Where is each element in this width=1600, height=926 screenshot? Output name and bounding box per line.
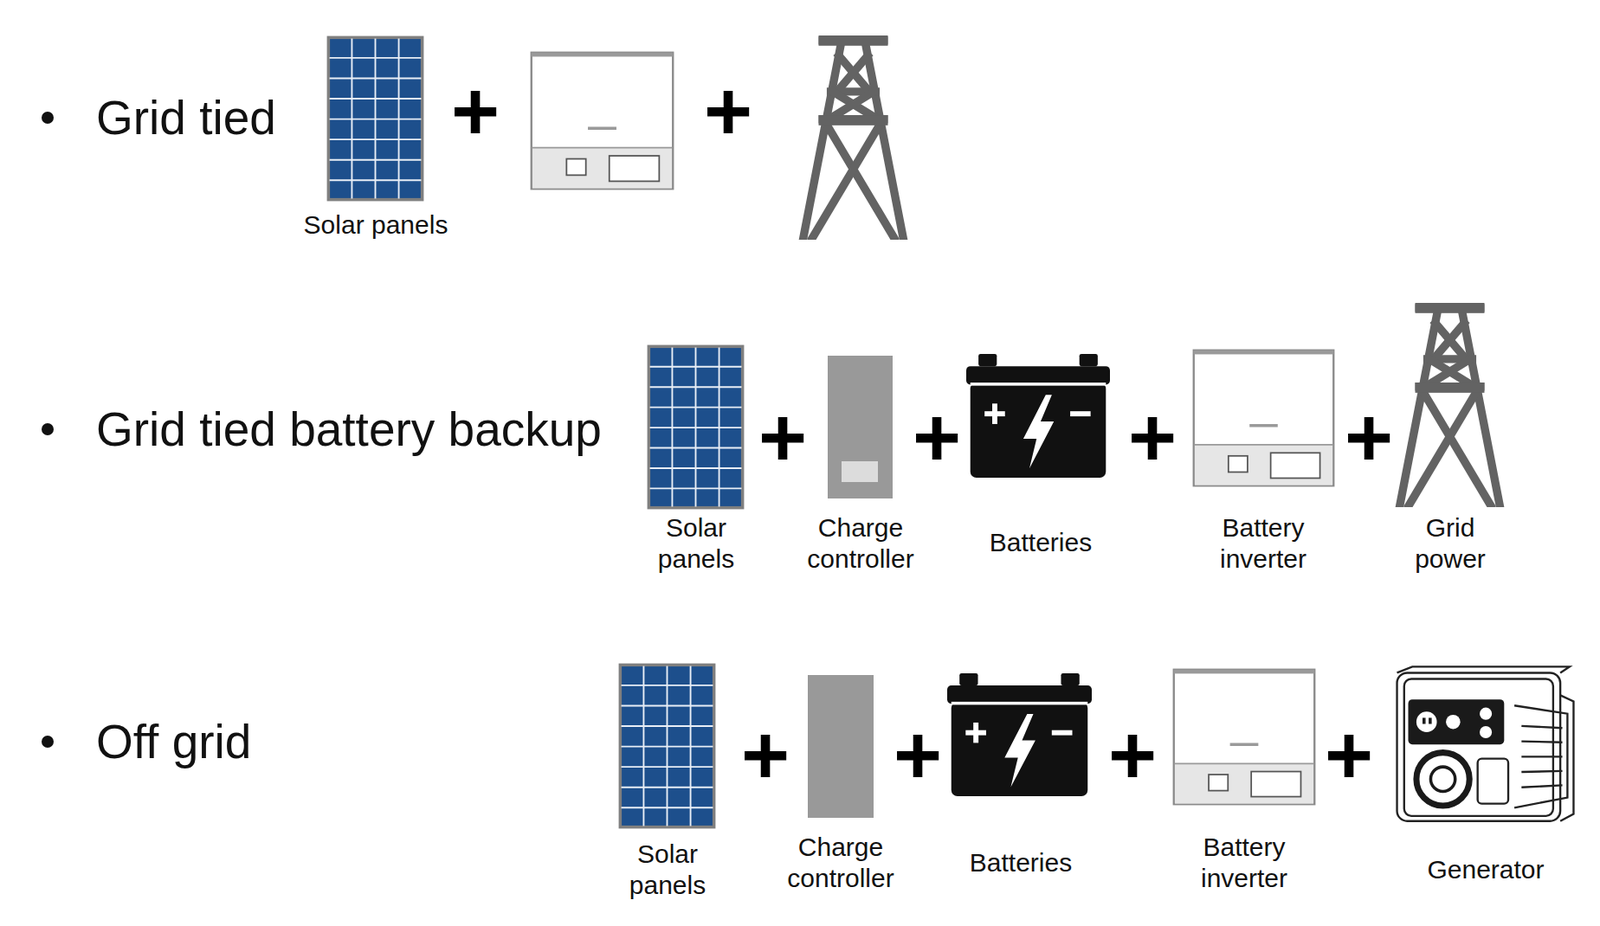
bullet-dot — [41, 111, 54, 124]
row-heading: Grid tied — [96, 89, 277, 147]
solar-panel-icon — [619, 664, 714, 827]
charge-controller-icon — [827, 355, 893, 499]
plus-sign: + — [893, 714, 942, 798]
plus-sign: + — [1344, 396, 1394, 480]
plus-sign: + — [912, 396, 962, 480]
component-caption: Solar panels — [631, 512, 762, 575]
component-caption: Batteries — [969, 847, 1072, 879]
inverter-icon — [1174, 670, 1315, 806]
bullet-dot — [41, 423, 54, 436]
row-heading: Off grid — [96, 713, 252, 771]
bullet-dot — [41, 735, 54, 749]
component-caption: Grid power — [1402, 512, 1498, 575]
row-heading: Grid tied battery backup — [96, 400, 602, 459]
plus-sign: + — [1108, 714, 1157, 798]
component-caption: Battery inverter — [1179, 832, 1310, 895]
component-caption: Generator — [1426, 854, 1544, 886]
plus-sign: + — [758, 396, 807, 480]
battery-icon — [966, 354, 1110, 478]
component-caption: Charge controller — [767, 832, 915, 895]
inverter-icon — [1193, 350, 1335, 486]
component-caption: Solar panels — [602, 838, 733, 902]
plus-sign: + — [1324, 714, 1374, 798]
plus-sign: + — [451, 70, 500, 154]
component-caption: Batteries — [989, 527, 1092, 559]
grid-tower-icon — [1400, 303, 1500, 506]
charge-controller-icon — [807, 675, 874, 819]
component-caption: Battery inverter — [1198, 512, 1329, 575]
plus-sign: + — [741, 714, 790, 798]
component-caption: Charge controller — [787, 512, 935, 575]
inverter-icon — [531, 52, 673, 189]
grid-tower-icon — [803, 35, 904, 239]
controller-display — [841, 461, 878, 483]
battery-icon — [947, 673, 1092, 797]
solar-panel-icon — [328, 37, 422, 200]
plus-sign: + — [1128, 396, 1177, 480]
plus-sign: + — [703, 70, 753, 154]
component-caption: Solar panels — [303, 209, 449, 241]
solar-panel-icon — [648, 346, 742, 508]
generator-icon — [1397, 666, 1575, 821]
bullet-dots — [41, 111, 54, 749]
